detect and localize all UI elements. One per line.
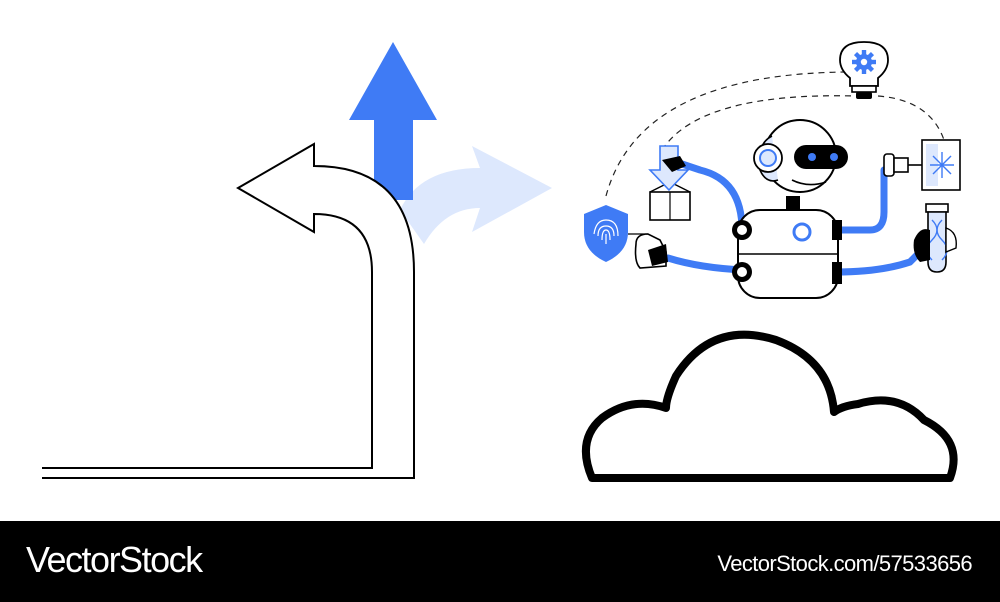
left-arrow-shape: [42, 142, 415, 479]
brand-logo: VectorStock: [26, 539, 203, 580]
robot-icon: [732, 119, 848, 299]
shield-fingerprint-icon: [584, 205, 668, 269]
test-tube-dna-icon: [913, 203, 957, 273]
up-arrow-shape: [349, 42, 437, 200]
lightbulb-gear-icon: [839, 41, 889, 99]
right-arrow-shape: [400, 146, 552, 244]
box-download-icon: [648, 145, 691, 221]
hand-icon: [913, 229, 930, 262]
laser-icon: [883, 139, 961, 191]
cloud-icon: [582, 330, 958, 482]
image-id-label: VectorStock.com/57533656: [717, 551, 972, 576]
robot-visor: [794, 145, 848, 169]
watermark-footer: VectorStock VectorStock.com/57533656: [0, 521, 1000, 602]
gear-icon: [852, 50, 876, 74]
split-arrow-icon: [42, 42, 552, 479]
connection-arcs: [605, 71, 945, 197]
illustration-canvas: [42, 41, 961, 482]
